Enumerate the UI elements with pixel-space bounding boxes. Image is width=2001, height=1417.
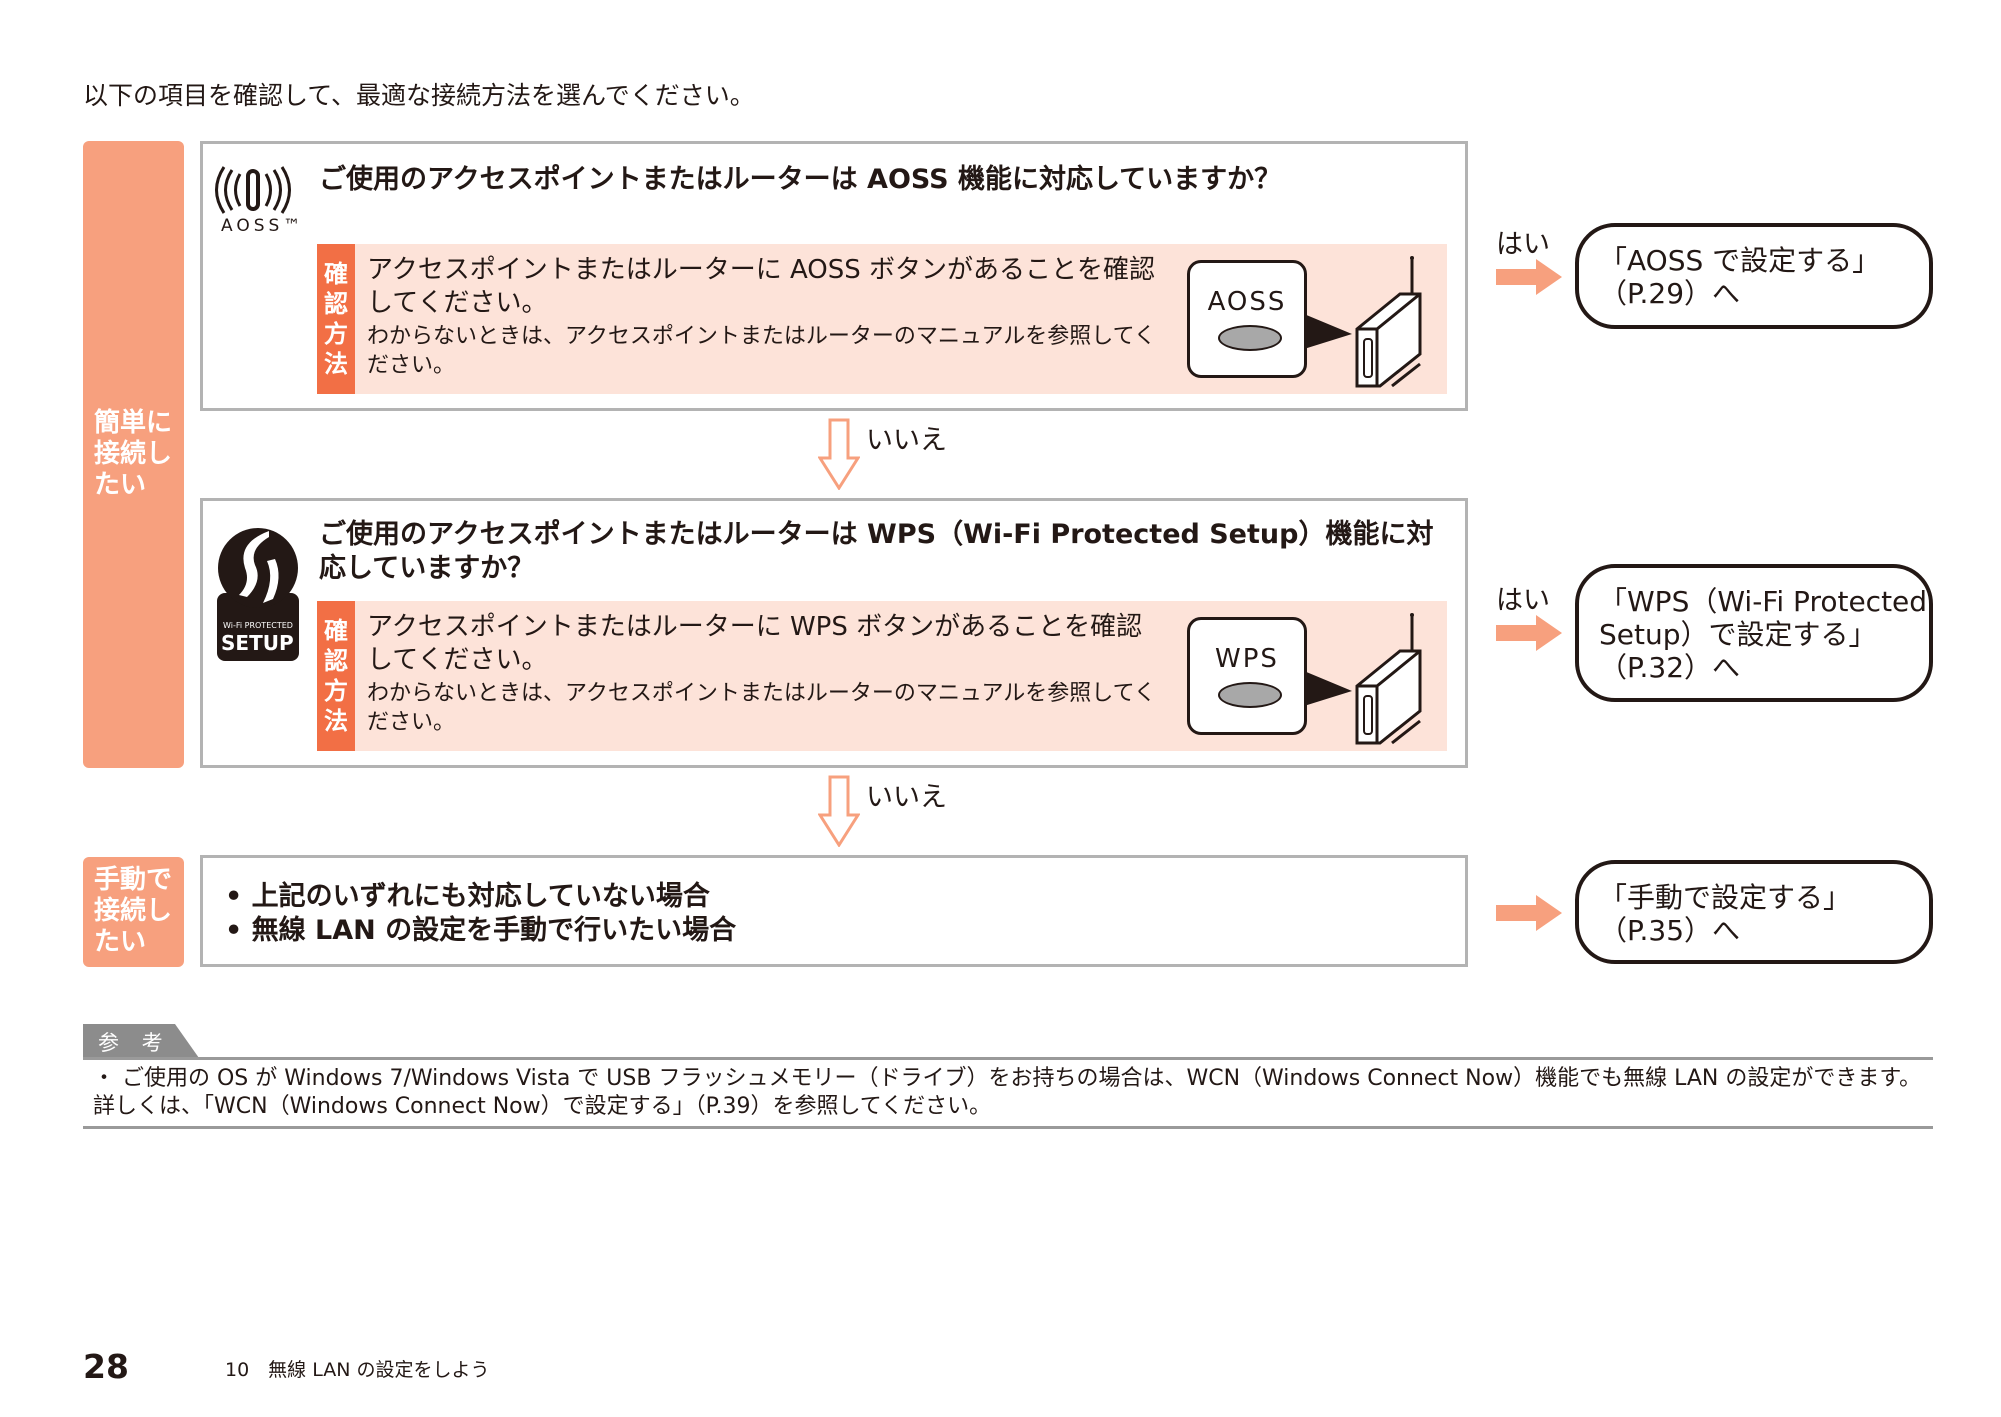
note-text: ・ ご使用の OS が Windows 7/Windows Vista で US… — [93, 1066, 1922, 1119]
side-label-line: 接続し — [94, 439, 173, 469]
right-arrow-icon — [1496, 895, 1562, 931]
side-label-line: 簡単に — [94, 408, 173, 438]
side-label-line: 接続し — [94, 896, 173, 926]
manual-box: • 上記のいずれにも対応していない場合 • 無線 LAN の設定を手動で行いたい… — [200, 855, 1468, 967]
wps-button-label: WPS — [1215, 644, 1279, 674]
wps-check-main: アクセスポイントまたはルーターに WPS ボタンがあることを確認してください。 — [367, 612, 1143, 675]
aoss-check-main: アクセスポイントまたはルーターに AOSS ボタンがあることを確認してください。 — [367, 255, 1156, 318]
aoss-button-oval — [1218, 325, 1282, 351]
aoss-no-label: いいえ — [866, 425, 947, 456]
wps-result-link[interactable]: 「WPS（Wi-Fi Protected Setup）で設定する」（P.32）へ — [1575, 564, 1933, 702]
wps-button-illustration: WPS — [1187, 617, 1307, 735]
router-icon — [1304, 613, 1422, 745]
manual-result-link[interactable]: 「手動で設定する」（P.35）へ — [1575, 860, 1933, 964]
router-icon — [1304, 256, 1422, 388]
right-arrow-icon — [1496, 259, 1562, 295]
aoss-logo-text: AOSS™ — [221, 216, 305, 236]
aoss-logo: AOSS™ — [213, 164, 300, 236]
down-arrow-icon — [818, 418, 860, 490]
aoss-result-link[interactable]: 「AOSS で設定する」（P.29）へ — [1575, 223, 1933, 329]
manual-bullet: • 無線 LAN の設定を手動で行いたい場合 — [225, 915, 737, 946]
aoss-check-sub: わからないときは、アクセスポイントまたはルーターのマニュアルを参照してください。 — [367, 324, 1156, 378]
check-method-tag: 確 認 方 法 — [317, 244, 355, 394]
note-label: 参 考 — [98, 1031, 171, 1055]
side-label-easy: 簡単に 接続し たい — [83, 141, 184, 768]
down-arrow-icon — [818, 775, 860, 847]
side-label-manual: 手動で 接続し たい — [83, 857, 184, 967]
chapter-title: 10 無線 LAN の設定をしよう — [225, 1359, 490, 1381]
wps-check-sub: わからないときは、アクセスポイントまたはルーターのマニュアルを参照してください。 — [367, 681, 1156, 735]
wps-yes-label: はい — [1496, 585, 1550, 616]
wps-question-box: Wi-Fi PROTECTED SETUP ご使用のアクセスポイントまたはルータ… — [200, 498, 1468, 768]
aoss-button-illustration: AOSS — [1187, 260, 1307, 378]
aoss-button-label: AOSS — [1207, 287, 1287, 317]
side-label-line: 手動で — [94, 865, 173, 895]
page-number: 28 — [83, 1347, 129, 1386]
wps-logo-small-text: Wi-Fi PROTECTED — [223, 621, 293, 630]
wps-button-oval — [1218, 682, 1282, 708]
right-arrow-icon — [1496, 615, 1562, 651]
note-label-tab — [83, 1024, 199, 1058]
wps-logo-icon — [217, 528, 299, 661]
aoss-check-panel: 確 認 方 法 アクセスポイントまたはルーターに AOSS ボタンがあることを確… — [317, 244, 1447, 394]
side-label-line: たい — [94, 470, 147, 500]
note-bottom-rule — [83, 1126, 1933, 1129]
wps-logo-text: SETUP — [221, 631, 294, 655]
aoss-signal-icon — [215, 166, 291, 214]
wps-logo: Wi-Fi PROTECTED SETUP — [217, 523, 299, 663]
aoss-question-box: AOSS™ ご使用のアクセスポイントまたはルーターは AOSS 機能に対応してい… — [200, 141, 1468, 411]
side-label-line: たい — [94, 927, 147, 957]
wps-check-panel: 確 認 方 法 アクセスポイントまたはルーターに WPS ボタンがあることを確認… — [317, 601, 1447, 751]
aoss-question: ご使用のアクセスポイントまたはルーターは AOSS 機能に対応していますか？ — [319, 164, 1282, 195]
aoss-yes-label: はい — [1496, 229, 1550, 260]
check-method-tag: 確 認 方 法 — [317, 601, 355, 751]
manual-bullet: • 上記のいずれにも対応していない場合 — [225, 881, 710, 912]
note-top-rule — [83, 1057, 1933, 1060]
wps-no-label: いいえ — [866, 782, 947, 813]
wps-question: ご使用のアクセスポイントまたはルーターは WPS（Wi-Fi Protected… — [319, 519, 1434, 584]
intro-text: 以下の項目を確認して、最適な接続方法を選んでください。 — [83, 81, 755, 110]
